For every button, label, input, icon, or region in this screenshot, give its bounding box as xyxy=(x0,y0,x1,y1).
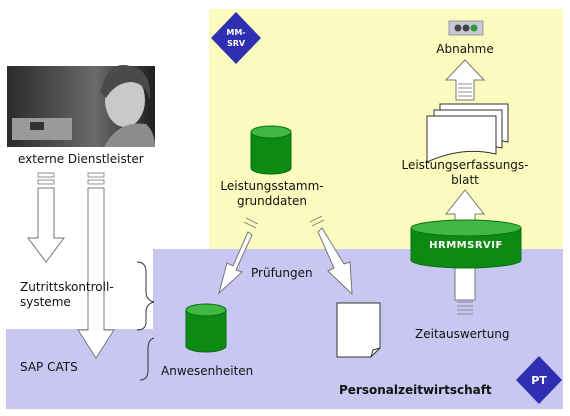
brace-sap-cats xyxy=(139,337,155,381)
acceptance-label: Abnahme xyxy=(436,42,494,56)
arrow-dash-markers-entry-sheet xyxy=(457,301,473,315)
time-evaluation-label: Zeitauswertung xyxy=(415,327,510,341)
access-control-label: Zutrittskontroll- systeme xyxy=(20,280,114,309)
service-entry-sheet-label: Leistungserfassungs- blatt xyxy=(401,158,529,187)
brace-access-control xyxy=(136,261,155,331)
service-master-label: Leistungsstamm- grunddaten xyxy=(220,179,324,208)
checks-label: Prüfungen xyxy=(251,266,313,280)
arrow-dash-markers-attendances xyxy=(243,217,259,229)
arrow-dash-markers-right xyxy=(87,172,105,185)
arrow-dash-markers-document xyxy=(309,215,325,227)
svg-text:PT: PT xyxy=(531,374,547,387)
arrow-master-to-attendances xyxy=(218,231,253,295)
interface-database-icon xyxy=(410,219,522,269)
arrow-dash-markers-acceptance xyxy=(458,83,472,97)
traffic-light-icon xyxy=(448,20,484,36)
mm-srv-badge: MM- SRV xyxy=(211,12,261,64)
arrow-to-access-control xyxy=(27,187,65,263)
attendances-database-icon xyxy=(185,303,227,353)
person-photo-icon xyxy=(7,65,155,147)
arrow-dash-markers-left xyxy=(37,172,55,185)
sap-cats-label: SAP CATS xyxy=(20,360,78,374)
document-icon xyxy=(336,302,381,358)
arrow-up-to-acceptance xyxy=(444,59,486,101)
pt-badge: PT xyxy=(516,356,562,404)
mm-srv-badge-line1: MM- xyxy=(226,28,245,37)
arrow-to-sap-cats xyxy=(77,187,115,359)
attendances-label: Anwesenheiten xyxy=(161,364,254,378)
arrow-master-to-document xyxy=(317,227,353,296)
external-providers-label: externe Dienstleister xyxy=(18,152,144,166)
service-master-database-icon xyxy=(250,125,292,175)
personnel-time-label: Personalzeitwirtschaft xyxy=(339,383,492,397)
document-stack-icon xyxy=(426,103,509,163)
mm-srv-badge-line2: SRV xyxy=(227,39,246,48)
interface-label: HRMMSRVIF xyxy=(429,240,503,251)
